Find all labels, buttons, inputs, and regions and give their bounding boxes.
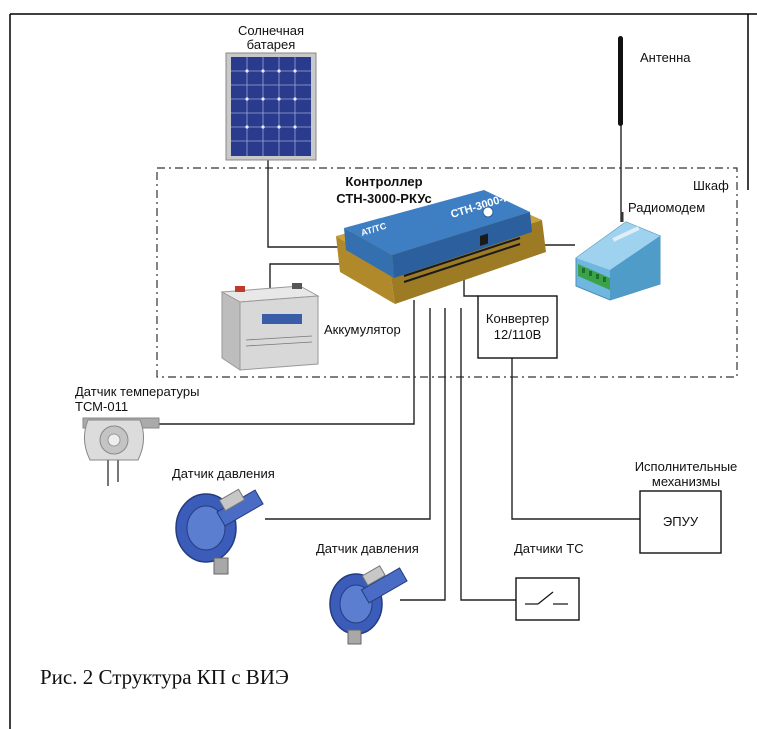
radiomodem-label: Радиомодем bbox=[628, 200, 706, 215]
radiomodem-icon bbox=[575, 212, 661, 301]
pressure-sensor-2-icon bbox=[329, 565, 408, 645]
actuators-label: Исполнительные механизмы bbox=[626, 459, 746, 489]
converter-label-line1: Конвертер bbox=[485, 311, 550, 326]
antenna-label: Антенна bbox=[640, 50, 691, 65]
cabinet-boundary bbox=[156, 167, 738, 378]
pressure-sensor-2-label: Датчик давления bbox=[316, 541, 419, 556]
pressure-sensor-1-label: Датчик давления bbox=[172, 466, 275, 481]
connection-lines bbox=[159, 38, 640, 601]
converter-box bbox=[477, 295, 558, 359]
temperature-sensor-icon bbox=[82, 417, 160, 486]
ts-switch-icon bbox=[515, 577, 580, 621]
epuu-box bbox=[639, 490, 722, 554]
actuators-label-line2: механизмы bbox=[651, 474, 721, 489]
pressure-sensor-1-icon bbox=[175, 488, 264, 575]
solar-panel-icon bbox=[225, 52, 317, 161]
page-frame bbox=[9, 13, 757, 729]
ts-sensors-label: Датчики ТС bbox=[514, 541, 584, 556]
temp-sensor-label: Датчик температуры ТСМ-011 bbox=[75, 384, 199, 414]
converter-label-line2: 12/110В bbox=[493, 327, 542, 342]
figure-caption: Рис. 2 Структура КП с ВИЭ bbox=[40, 665, 289, 689]
battery-label: Аккумулятор bbox=[324, 322, 401, 337]
battery-icon bbox=[220, 283, 320, 371]
antenna-icon bbox=[618, 36, 623, 126]
temp-sensor-label-line1: Датчик температуры bbox=[75, 384, 200, 399]
controller-label: Контроллер СТН-3000-РКУс bbox=[336, 174, 432, 206]
cabinet-label: Шкаф bbox=[693, 178, 729, 193]
actuators-label-line1: Исполнительные bbox=[634, 459, 738, 474]
temp-sensor-label-line2: ТСМ-011 bbox=[75, 399, 129, 414]
epuu-label: ЭПУУ bbox=[662, 514, 699, 529]
solar-panel-label: Солнечная батарея bbox=[237, 23, 305, 52]
converter-label: Конвертер 12/110В bbox=[478, 311, 557, 343]
